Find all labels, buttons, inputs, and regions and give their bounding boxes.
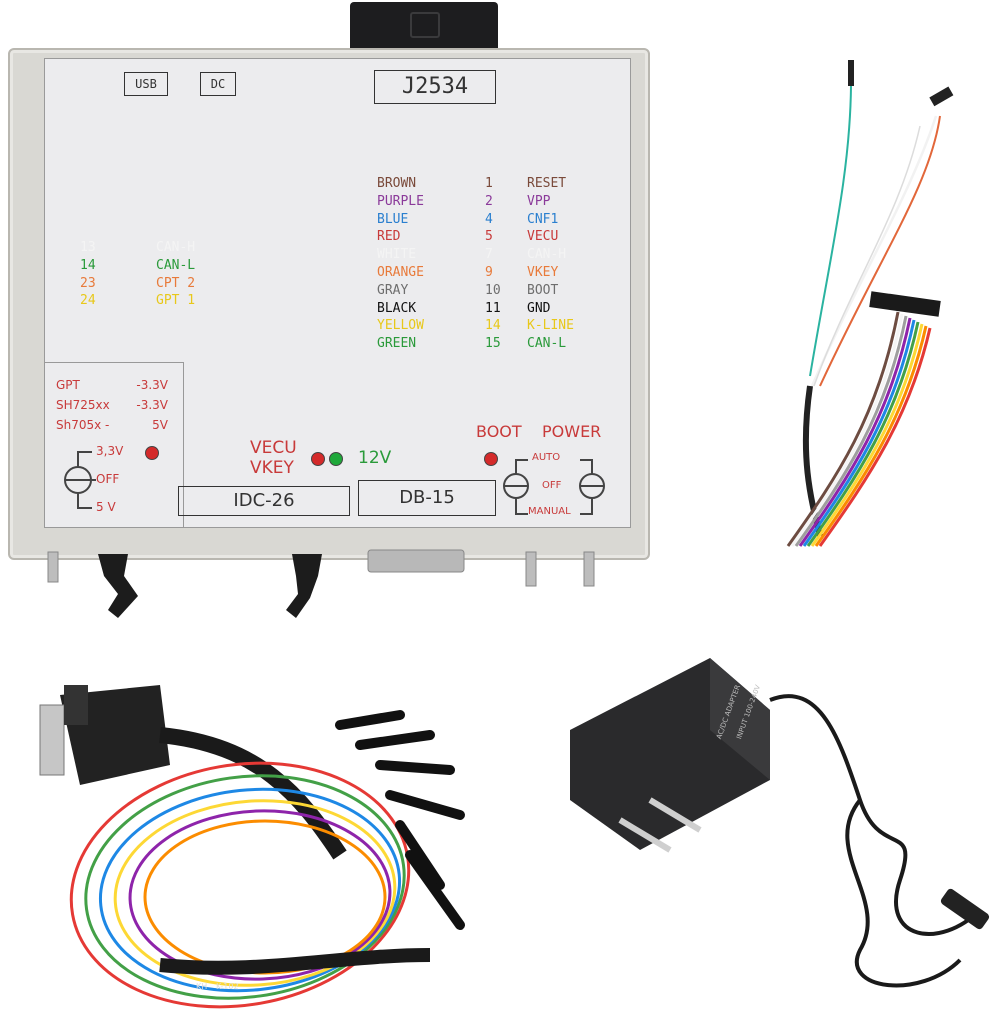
pin-signal: GND xyxy=(527,300,551,316)
pin-signal: K-LINE xyxy=(527,318,574,334)
usb-port-label: USB xyxy=(124,72,168,96)
volt-switch-mid-label: OFF xyxy=(96,472,120,486)
db15-breakout-cable-image xyxy=(39,685,465,1009)
pin-number: 15 xyxy=(485,336,501,352)
pin-signal: BOOT xyxy=(527,282,559,298)
pin-signal: VECU xyxy=(527,229,559,245)
vkey-led-label: VKEY xyxy=(250,458,294,478)
boot-led xyxy=(484,452,498,466)
pin-number: 23 xyxy=(80,275,96,291)
pin-color-name: ORANGE xyxy=(377,265,424,280)
dc-port-label: DC xyxy=(200,72,236,96)
ribbon-cable-image xyxy=(786,60,954,547)
device-label-panel xyxy=(44,58,631,528)
pin-color-name: RED xyxy=(377,229,401,245)
power-adapter-image xyxy=(570,658,990,988)
obd-connector-notch xyxy=(410,12,440,38)
obd-connector xyxy=(350,2,498,52)
vkey-led xyxy=(329,452,343,466)
power-switch-manual: MANUAL xyxy=(528,506,571,517)
pin-color-name: PURPLE xyxy=(377,193,424,209)
power-label: POWER xyxy=(542,422,602,441)
pin-number: 7 xyxy=(485,247,493,263)
pin-number: 10 xyxy=(485,282,501,298)
voltage-note-value: -3.3V xyxy=(136,398,168,412)
pin-color-name: GRAY xyxy=(377,282,409,298)
vecu-led xyxy=(311,452,325,466)
voltage-notes-box xyxy=(44,362,184,528)
voltage-note-value: -3.3V xyxy=(136,378,168,392)
power-switch-off: OFF xyxy=(542,480,562,491)
pin-number: 1 xyxy=(485,176,493,191)
pin-number: 14 xyxy=(485,318,501,334)
pin-color-name: BLUE xyxy=(377,211,409,227)
pin-number: 4 xyxy=(485,211,493,227)
pin-number: 9 xyxy=(485,265,493,280)
pin-signal: CAN-H xyxy=(527,247,567,263)
pin-color-name: BLACK xyxy=(377,300,417,316)
volt-switch-bottom-label: 5 V xyxy=(96,500,116,514)
pin-signal: CAN-L xyxy=(527,336,567,352)
voltage-note-name: GPT xyxy=(56,378,80,392)
pin-color-name: GREEN xyxy=(377,336,417,352)
pin-signal: CPT 2 xyxy=(156,275,196,291)
pin-number: 14 xyxy=(80,257,96,273)
device-bottom-hardware xyxy=(47,549,595,618)
pin-color-name: BROWN xyxy=(377,176,417,191)
pin-number: 5 xyxy=(485,229,493,245)
pin-signal: CNF1 xyxy=(527,211,559,227)
model-label: J2534 xyxy=(374,70,496,104)
pin-signal: RESET xyxy=(527,176,567,191)
boot-label: BOOT xyxy=(476,422,522,441)
voltage-note-name: SH725xx xyxy=(56,398,110,412)
volt-switch-icon xyxy=(64,451,96,509)
cable-label-b: K-102 xyxy=(216,982,239,991)
pin-color-name: WHITE xyxy=(377,247,417,263)
pin-signal: CAN-L xyxy=(156,257,196,273)
pin-signal: VKEY xyxy=(527,265,559,280)
cable-label-a: KH xyxy=(196,982,208,991)
db-15-label: DB-15 xyxy=(358,480,496,516)
pin-number: 24 xyxy=(80,293,96,309)
pin-color-name: YELLOW xyxy=(377,318,424,334)
pin-signal: GPT 1 xyxy=(156,293,196,309)
12v-label: 12V xyxy=(358,448,392,468)
power-switch-auto: AUTO xyxy=(532,452,561,463)
voltage-note-value: 5V xyxy=(152,418,168,432)
volt-switch-top-label: 3,3V xyxy=(96,444,124,458)
voltage-note-name: Sh705x - xyxy=(56,418,110,432)
pin-signal: VPP xyxy=(527,193,551,209)
pin-number: 13 xyxy=(80,240,96,255)
vecu-led-label: VECU xyxy=(250,438,297,458)
volt-led xyxy=(145,446,159,460)
idc-26-label: IDC-26 xyxy=(178,486,350,516)
pin-number: 11 xyxy=(485,300,501,316)
power-switch-icon xyxy=(503,459,605,515)
pin-signal: CAN-H xyxy=(156,240,196,255)
pin-number: 2 xyxy=(485,193,493,209)
